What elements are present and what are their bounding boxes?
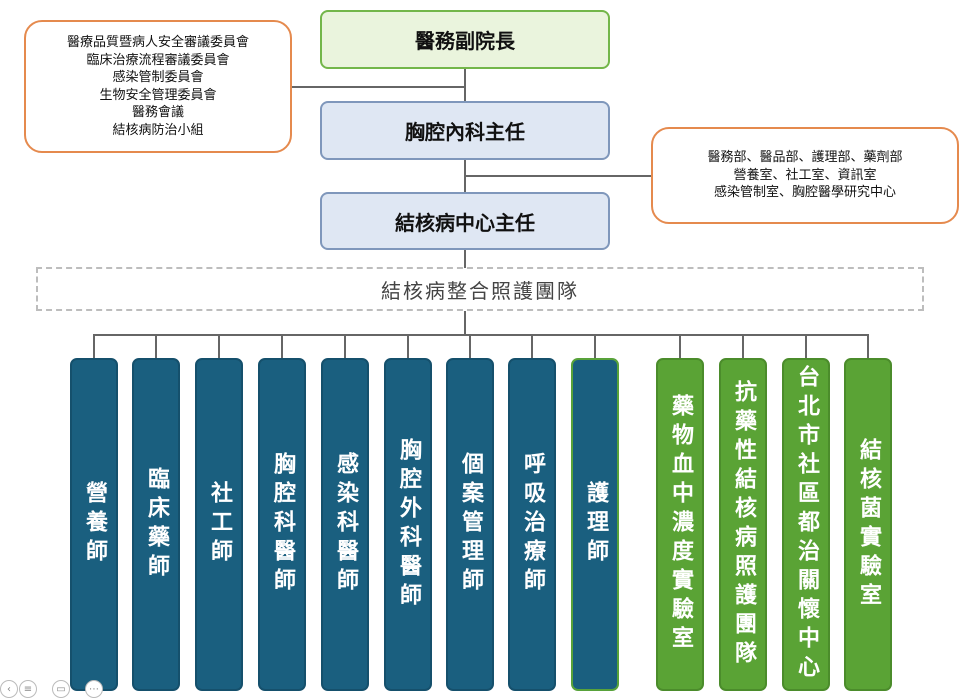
- committee-item: 生物安全管理委員會: [99, 87, 217, 103]
- committees-box: 醫療品質暨病人安全審議委員會臨床治療流程審議委員會感染管制委員會生物安全管理委員…: [24, 20, 292, 153]
- chest-chief-box: 胸腔內科主任: [320, 101, 610, 160]
- role-column-label: 臨床藥師: [144, 466, 169, 583]
- role-column-label: 營養師: [82, 481, 107, 568]
- connector-drop: [93, 334, 95, 358]
- committee-item: 醫務會議: [131, 105, 184, 120]
- role-column-label: 藥物血中濃度實驗室: [668, 394, 693, 655]
- role-column: 胸腔外科醫師: [384, 358, 432, 691]
- connector-drop: [531, 334, 533, 358]
- committee-item: 結核病防治小組: [112, 122, 204, 138]
- nav-back-icon[interactable]: ‹: [0, 680, 18, 698]
- connector-drop: [469, 334, 471, 358]
- role-column: 臨床藥師: [132, 358, 180, 691]
- role-column: 感染科醫師: [321, 358, 369, 691]
- role-column-label: 呼吸治療師: [520, 452, 545, 597]
- role-column: 呼吸治療師: [508, 358, 556, 691]
- role-column-label: 結核菌實驗室: [856, 437, 881, 612]
- connector-drop: [155, 334, 157, 358]
- department-item: 醫務部、醫品部、護理部、藥劑部: [707, 150, 903, 166]
- notes-icon[interactable]: ≡: [19, 680, 37, 698]
- connector-team-bus: [464, 311, 466, 336]
- role-column-label: 台北市社區都治關懷中心: [794, 365, 819, 684]
- role-column: 個案管理師: [446, 358, 494, 691]
- tb-center-chief-box: 結核病中心主任: [320, 192, 610, 250]
- tb-center-chief-label: 結核病中心主任: [395, 210, 535, 235]
- connector-drop: [867, 334, 869, 358]
- video-icon[interactable]: ▭: [52, 680, 70, 698]
- connector-drop: [344, 334, 346, 358]
- connector-drop: [218, 334, 220, 358]
- committee-item: 醫療品質暨病人安全審議委員會: [66, 35, 249, 50]
- role-column-label: 感染科醫師: [333, 452, 358, 597]
- connector-drop: [679, 334, 681, 358]
- role-column-label: 個案管理師: [458, 452, 483, 597]
- role-column: 護理師: [571, 358, 619, 691]
- connector-departments: [465, 175, 652, 177]
- connector-drop: [281, 334, 283, 358]
- role-column-label: 胸腔科醫師: [270, 452, 295, 597]
- role-column: 社工師: [195, 358, 243, 691]
- department-item: 感染管制室、胸腔醫學研究中心: [713, 185, 896, 201]
- role-column: 抗藥性結核病照護團隊: [719, 358, 767, 691]
- role-column: 藥物血中濃度實驗室: [656, 358, 704, 691]
- connector-tb-team: [464, 250, 466, 268]
- role-column-label: 胸腔外科醫師: [396, 437, 421, 612]
- team-box: 結核病整合照護團隊: [36, 267, 924, 311]
- role-column-label: 抗藥性結核病照護團隊: [731, 379, 756, 670]
- connector-drop: [805, 334, 807, 358]
- role-column: 胸腔科醫師: [258, 358, 306, 691]
- connector-drop: [407, 334, 409, 358]
- connector-horizontal-bus: [94, 334, 868, 336]
- role-column: 結核菌實驗室: [844, 358, 892, 691]
- committee-item: 感染管制委員會: [112, 70, 204, 85]
- chest-chief-label: 胸腔內科主任: [405, 120, 525, 144]
- departments-box: 醫務部、醫品部、護理部、藥劑部營養室、社工室、資訊室感染管制室、胸腔醫學研究中心: [651, 127, 959, 224]
- connector-drop: [742, 334, 744, 358]
- department-item: 營養室、社工室、資訊室: [733, 167, 877, 183]
- vice-president-box: 醫務副院長: [320, 10, 610, 69]
- team-label: 結核病整合照護團隊: [381, 278, 579, 303]
- connector-drop: [594, 334, 596, 358]
- committee-item: 臨床治療流程審議委員會: [86, 52, 230, 68]
- more-options-icon[interactable]: ⋯: [85, 680, 103, 698]
- role-column-label: 護理師: [583, 481, 608, 568]
- vice-president-label: 醫務副院長: [415, 29, 515, 53]
- connector-committees: [291, 86, 465, 88]
- role-column-label: 社工師: [207, 481, 232, 568]
- connector-vp-chief: [464, 68, 466, 102]
- role-column: 台北市社區都治關懷中心: [782, 358, 830, 691]
- role-column: 營養師: [70, 358, 118, 691]
